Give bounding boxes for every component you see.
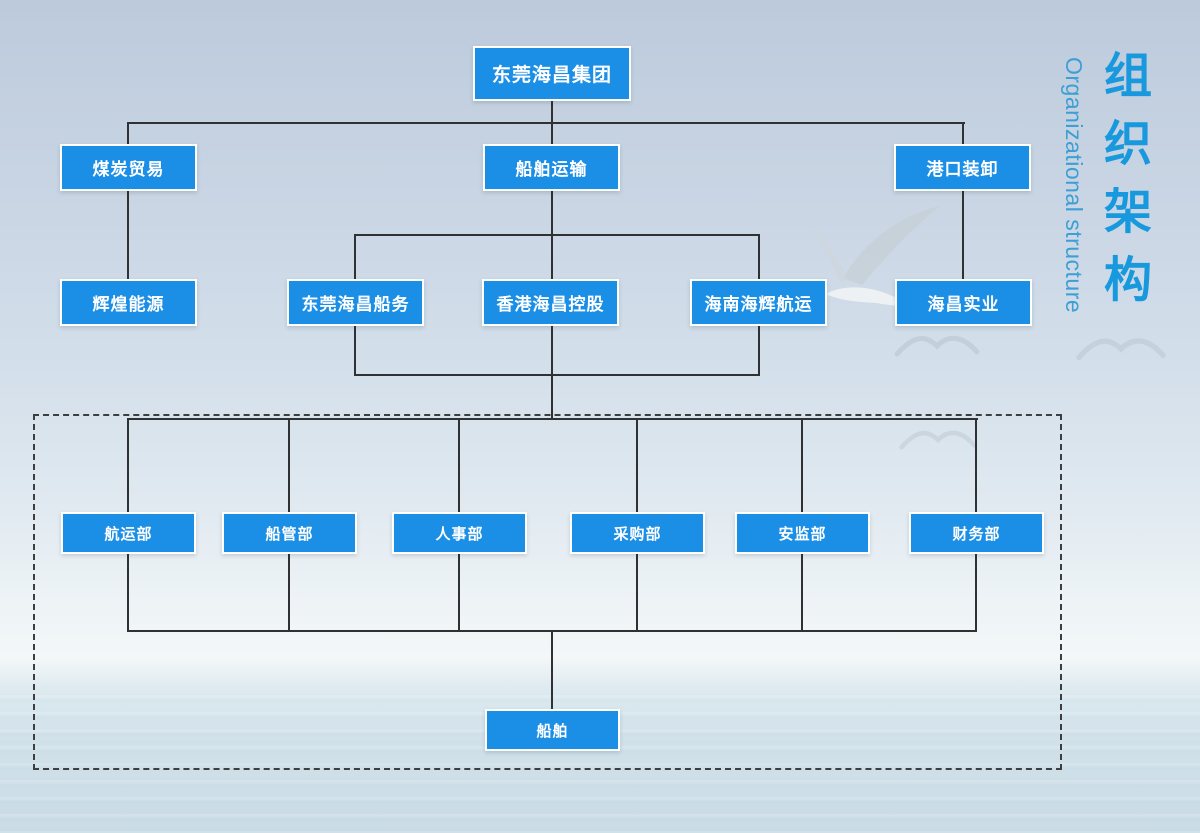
org-node-subsidiary-industry: 海昌实业 [895, 279, 1032, 326]
connector [127, 418, 978, 420]
org-node-dept-hr: 人事部 [392, 512, 527, 554]
org-node-subsidiary-energy: 辉煌能源 [60, 279, 197, 326]
seagull-icon [899, 430, 977, 450]
org-node-dept-safety: 安监部 [735, 512, 870, 554]
org-node-division-coal-trade: 煤炭贸易 [60, 144, 197, 191]
org-node-division-port-handling: 港口装卸 [894, 144, 1031, 191]
org-node-vessels: 船舶 [485, 709, 620, 751]
org-node-root: 东莞海昌集团 [473, 46, 631, 101]
connector [127, 124, 129, 144]
connector [551, 101, 553, 122]
connector [354, 374, 760, 376]
seagull-icon [894, 335, 980, 357]
org-node-dept-shipping-ops: 航运部 [61, 512, 196, 554]
org-node-dept-finance: 财务部 [909, 512, 1044, 554]
org-node-division-shipping: 船舶运输 [483, 144, 620, 191]
org-node-subsidiary-hainan-shipping: 海南海辉航运 [690, 279, 827, 326]
connector [127, 122, 965, 124]
departments-group-frame [33, 414, 1062, 770]
org-node-subsidiary-hk-holdings: 香港海昌控股 [482, 279, 619, 326]
org-node-dept-procurement: 采购部 [570, 512, 705, 554]
connector [127, 191, 129, 279]
connector [962, 124, 964, 144]
org-node-subsidiary-dg-shipping: 东莞海昌船务 [287, 279, 424, 326]
connector [962, 191, 964, 279]
connector [551, 630, 553, 709]
connector [354, 234, 760, 236]
page-subtitle: Organizational structure [1061, 57, 1087, 314]
connector [551, 124, 553, 144]
page-title: 组织架构 [1096, 50, 1149, 322]
org-node-dept-ship-management: 船管部 [222, 512, 357, 554]
seagull-icon [1076, 338, 1166, 361]
